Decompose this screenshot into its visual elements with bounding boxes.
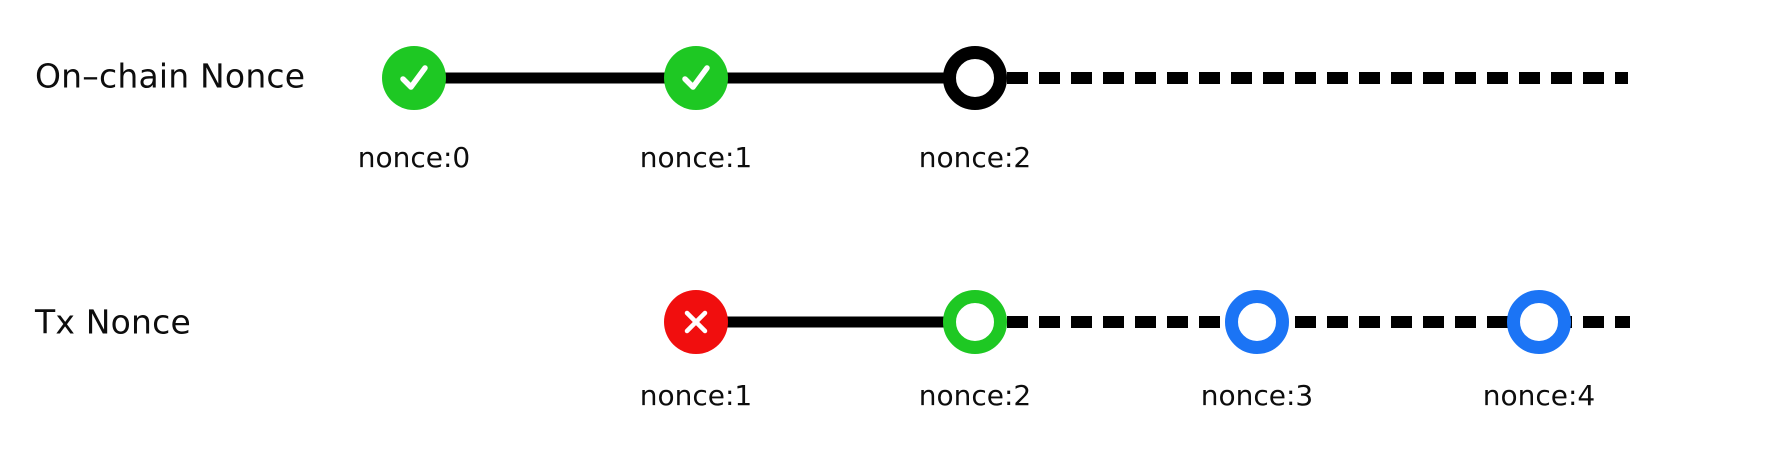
onchain-node-nonce2-current (943, 46, 1007, 110)
onchain-timeline-dashed-line (975, 72, 1628, 84)
tx-timeline-dashed-line (975, 316, 1630, 328)
tx-nonce3-label: nonce:3 (1200, 379, 1314, 412)
tx-nonce-row-title: Tx Nonce (35, 302, 192, 342)
tx-node-nonce4-future (1507, 290, 1571, 354)
onchain-nonce0-label: nonce:0 (357, 141, 471, 174)
tx-node-nonce2-ready (943, 290, 1007, 354)
tx-nonce1-label: nonce:1 (639, 379, 753, 412)
onchain-nonce2-label: nonce:2 (918, 141, 1032, 174)
tx-node-nonce1-failed (664, 290, 728, 354)
tx-node-nonce3-future (1225, 290, 1289, 354)
onchain-node-nonce1-confirmed (664, 46, 728, 110)
tx-timeline-solid-line (696, 316, 975, 328)
onchain-nonce1-label: nonce:1 (639, 141, 753, 174)
onchain-node-nonce0-confirmed (382, 46, 446, 110)
check-icon (682, 65, 710, 90)
tx-nonce2-label: nonce:2 (918, 379, 1032, 412)
check-icon (400, 65, 428, 90)
x-icon (684, 310, 708, 334)
onchain-nonce-row-title: On–chain Nonce (35, 56, 306, 96)
tx-nonce4-label: nonce:4 (1482, 379, 1596, 412)
